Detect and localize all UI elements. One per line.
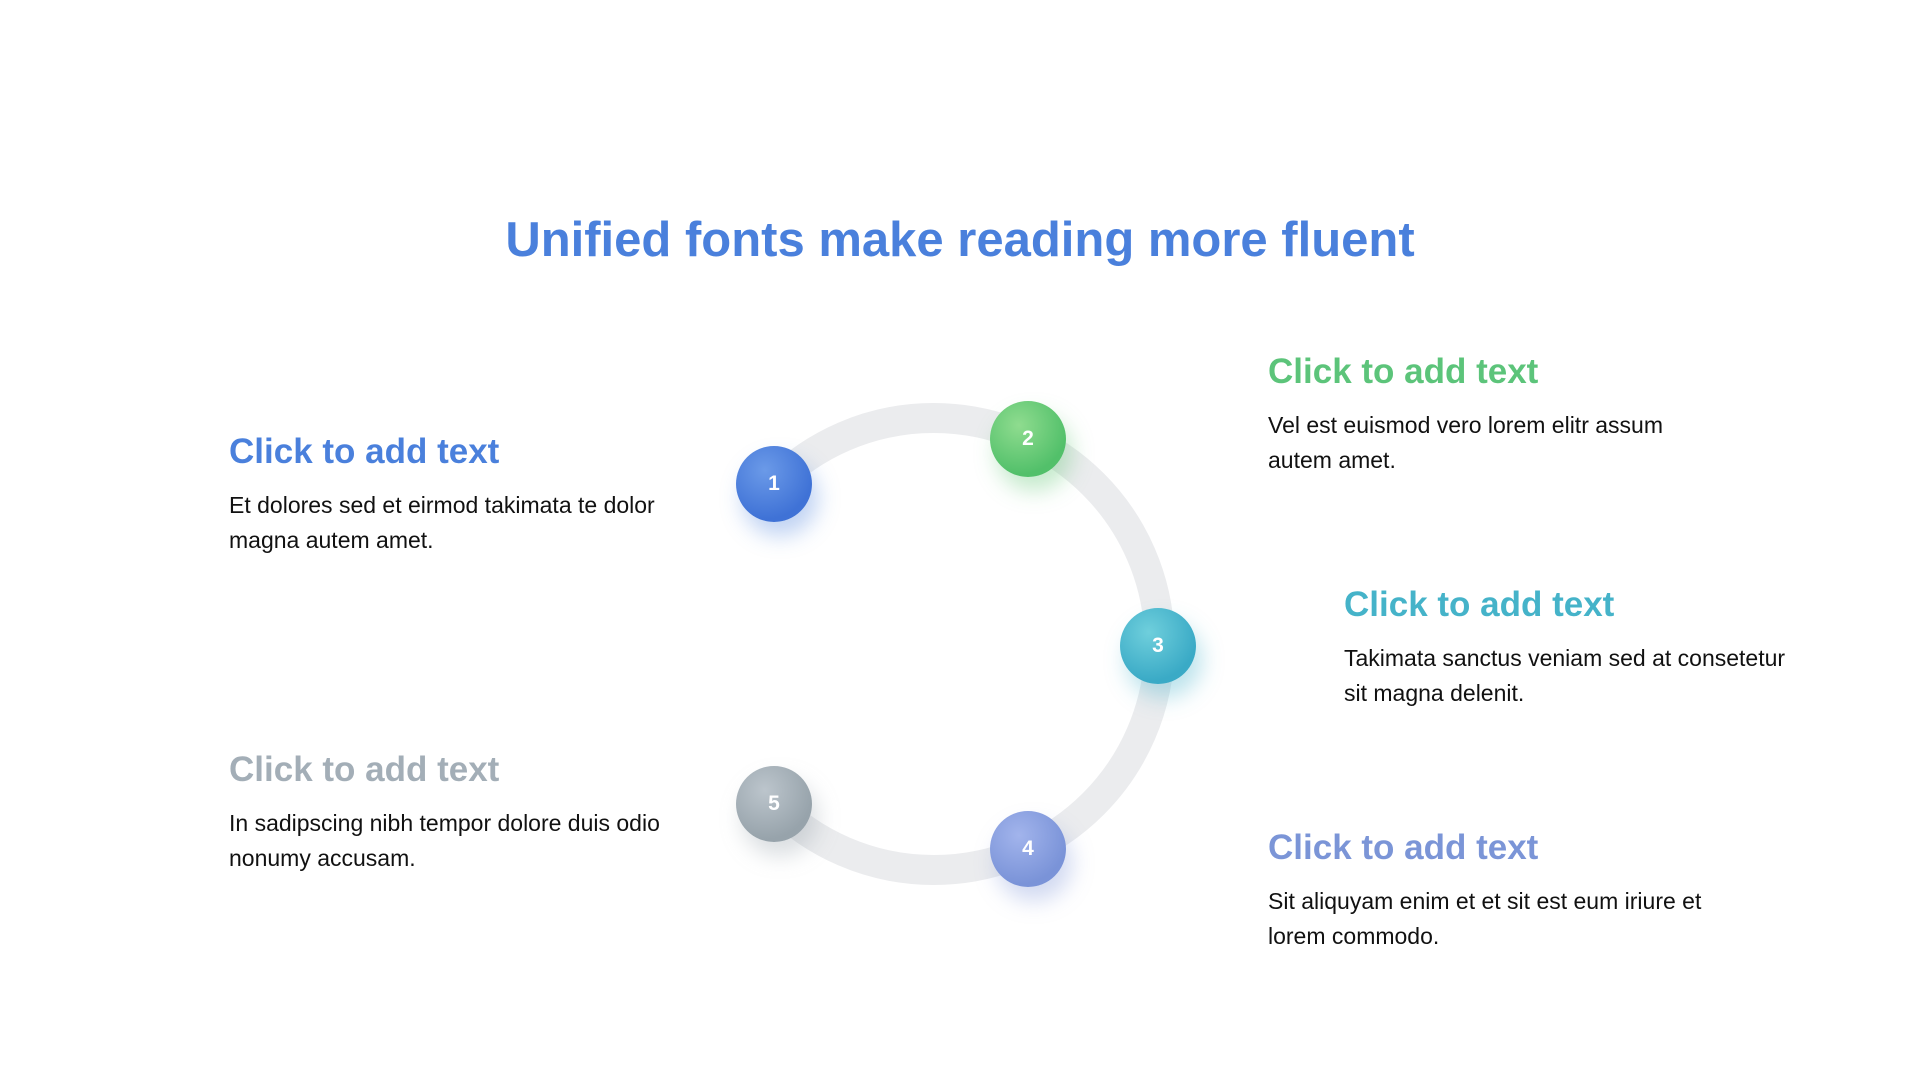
step-marker-3: 3 (1120, 608, 1196, 684)
step-1-heading[interactable]: Click to add text (229, 432, 500, 471)
step-1-body[interactable]: Et dolores sed et eirmod takimata te dol… (229, 492, 655, 553)
step-marker-5: 5 (736, 766, 812, 842)
step-5-body[interactable]: In sadipscing nibh tempor dolore duis od… (229, 810, 660, 871)
step-1-text: Click to add text Et dolores sed et eirm… (229, 430, 689, 558)
step-3-text: Click to add text Takimata sanctus venia… (1344, 583, 1804, 711)
step-marker-1: 1 (736, 446, 812, 522)
step-marker-4: 4 (990, 811, 1066, 887)
step-3-heading[interactable]: Click to add text (1344, 585, 1615, 624)
step-4-text: Click to add text Sit aliquyam enim et e… (1268, 826, 1728, 954)
step-5-heading[interactable]: Click to add text (229, 750, 500, 789)
step-2-body[interactable]: Vel est euismod vero lorem elitr assum a… (1268, 412, 1663, 473)
ring-arc (759, 403, 1175, 885)
step-2-heading[interactable]: Click to add text (1268, 352, 1539, 391)
step-marker-2: 2 (990, 401, 1066, 477)
slide-title[interactable]: Unified fonts make reading more fluent (505, 213, 1415, 267)
step-4-body[interactable]: Sit aliquyam enim et et sit est eum iriu… (1268, 888, 1702, 949)
step-5-text: Click to add text In sadipscing nibh tem… (229, 748, 689, 876)
step-2-text: Click to add text Vel est euismod vero l… (1268, 350, 1728, 478)
step-4-heading[interactable]: Click to add text (1268, 828, 1539, 867)
step-3-body[interactable]: Takimata sanctus veniam sed at consetetu… (1344, 645, 1786, 706)
